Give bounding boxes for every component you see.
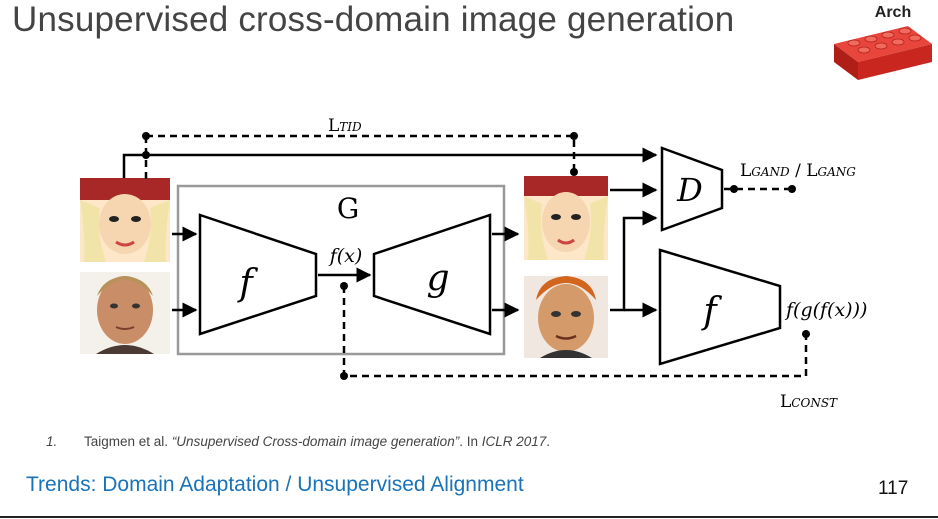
slide-title: Unsupervised cross-domain image generati… <box>12 0 735 39</box>
bottom-divider <box>0 516 938 518</box>
decoder-g-block <box>372 213 492 336</box>
input-photo-face-image <box>80 272 170 354</box>
citation-footnote: 1. Taigmen et al. “Unsupervised Cross-dom… <box>46 434 550 449</box>
generator-box <box>176 184 506 356</box>
footnote-in-text: . In <box>459 434 482 449</box>
footnote-paper-title: “Unsupervised Cross-domain image generat… <box>171 434 460 449</box>
section-title: Trends: Domain Adaptation / Unsupervised… <box>26 473 524 496</box>
architecture-diagram: G f g f(x) <box>80 116 867 412</box>
page-number: 117 <box>878 478 909 499</box>
lgan-label: LGAND / LGANG <box>740 161 856 181</box>
input-cartoon-face-image <box>80 178 170 262</box>
fgfx-label: f(g(f(x))) <box>784 299 867 321</box>
lconst-label: LCONST <box>780 392 838 412</box>
ltid-label: LTID <box>328 116 362 136</box>
footnote-end: . <box>546 434 551 449</box>
decoder-g-label: g <box>426 258 449 299</box>
encoder-f2-block <box>658 248 782 366</box>
footnote-number: 1. <box>46 434 58 449</box>
generator-label: G <box>337 192 359 225</box>
arch-badge-label: Arch <box>874 4 912 21</box>
encoder-f-block <box>198 213 318 336</box>
footnote-venue: ICLR 2017 <box>481 434 547 449</box>
footnote-authors: Taigmen et al. <box>84 434 169 449</box>
fx-label: f(x) <box>328 245 363 267</box>
discriminator-d-label: D <box>676 171 703 209</box>
discriminator-d-block <box>660 146 724 232</box>
output-cartoon-face-image <box>524 176 608 260</box>
output-generated-face-image <box>524 276 608 358</box>
lego-brick-icon <box>834 26 932 80</box>
